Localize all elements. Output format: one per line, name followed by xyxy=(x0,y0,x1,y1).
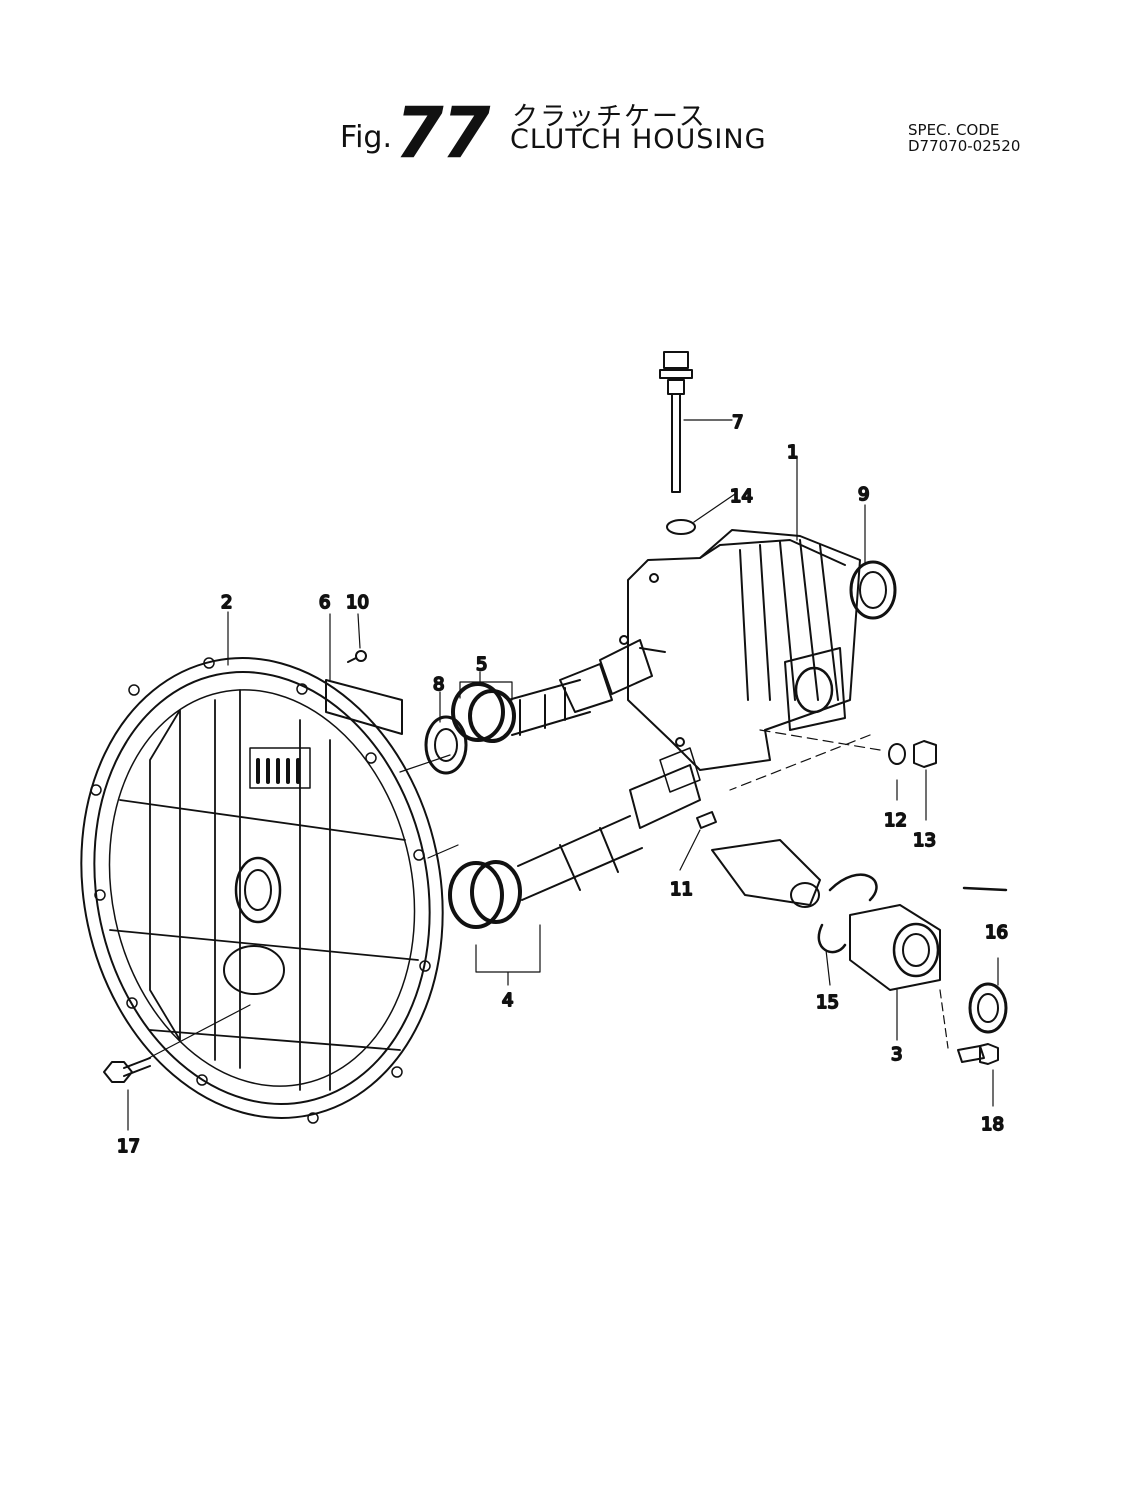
part-9-oil-seal xyxy=(849,560,897,620)
callout-15: 15 xyxy=(816,992,839,1013)
part-13-plug xyxy=(913,740,937,768)
part-1-clutch-case xyxy=(619,529,861,771)
part-4-shaft-lower xyxy=(448,747,701,929)
part-10-screw xyxy=(347,650,367,663)
figure-number: 77 xyxy=(395,92,490,174)
part-11-pin xyxy=(696,811,717,829)
callout-18: 18 xyxy=(981,1114,1004,1135)
callout-1: 1 xyxy=(787,442,798,463)
callout-16: 16 xyxy=(985,922,1008,943)
callout-4: 4 xyxy=(502,990,513,1011)
callout-11: 11 xyxy=(670,879,693,900)
callout-2: 2 xyxy=(221,592,232,613)
callout-12: 12 xyxy=(884,810,907,831)
part-15-snap-ring xyxy=(817,873,878,954)
part-8-seal xyxy=(424,715,468,775)
figure-prefix: Fig. xyxy=(340,120,392,155)
part-5-shaft-upper xyxy=(451,639,666,743)
output-shaft xyxy=(711,839,821,908)
callout-10: 10 xyxy=(346,592,369,613)
part-16-oil-seal xyxy=(968,982,1008,1034)
part-7-dipstick xyxy=(659,351,693,493)
callout-14: 14 xyxy=(730,486,753,507)
part-12-washer xyxy=(888,743,906,765)
part-6-plate xyxy=(325,679,403,735)
callout-7: 7 xyxy=(732,412,743,433)
spec-code-label: SPEC. CODE xyxy=(908,121,1000,139)
part-3-bearing-housing xyxy=(849,904,941,991)
part-14-o-ring xyxy=(666,519,696,535)
callout-5: 5 xyxy=(476,654,487,675)
callout-8: 8 xyxy=(433,674,444,695)
title-japanese: クラッチケース xyxy=(512,102,707,132)
callout-13: 13 xyxy=(913,830,936,851)
callout-17: 17 xyxy=(117,1136,140,1157)
leader-lines xyxy=(127,419,999,1131)
direction-arrow xyxy=(962,886,1008,892)
callout-9: 9 xyxy=(858,484,869,505)
part-17-bolt xyxy=(103,1004,251,1083)
callout-3: 3 xyxy=(891,1044,902,1065)
title-english: CLUTCH HOUSING xyxy=(510,124,767,155)
part-2-housing-plate xyxy=(80,657,444,1124)
spec-code-value: D77070-02520 xyxy=(908,137,1021,155)
callout-6: 6 xyxy=(319,592,330,613)
part-18-bolt xyxy=(957,1043,999,1065)
